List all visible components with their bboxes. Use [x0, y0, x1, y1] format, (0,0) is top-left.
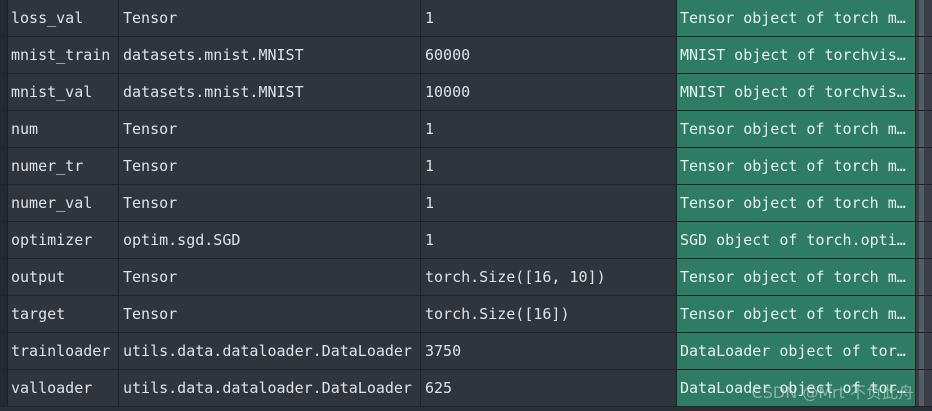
scrollbar-track[interactable] — [916, 111, 932, 148]
variable-type-cell[interactable]: datasets.mnist.MNIST — [119, 37, 421, 74]
variable-type-cell[interactable]: Tensor — [119, 0, 421, 37]
row-gutter — [0, 111, 8, 148]
row-gutter — [0, 0, 8, 37]
variable-size-cell[interactable]: 1 — [421, 185, 677, 222]
table-row[interactable]: output Tensor torch.Size([16, 10]) Tenso… — [0, 259, 932, 296]
table-row[interactable]: num Tensor 1 Tensor object of torch m… — [0, 111, 932, 148]
row-gutter — [0, 296, 8, 333]
scrollbar-track[interactable] — [916, 296, 932, 333]
variable-value-cell[interactable]: Tensor object of torch m… — [677, 296, 916, 333]
row-gutter — [0, 370, 8, 407]
variable-size-cell[interactable]: 1 — [421, 0, 677, 37]
table-row[interactable]: mnist_train datasets.mnist.MNIST 60000 M… — [0, 37, 932, 74]
variable-size-cell[interactable]: 1 — [421, 111, 677, 148]
row-gutter — [0, 259, 8, 296]
variable-size-cell[interactable]: 10000 — [421, 74, 677, 111]
variable-value-cell[interactable]: Tensor object of torch m… — [677, 111, 916, 148]
table-row[interactable]: numer_tr Tensor 1 Tensor object of torch… — [0, 148, 932, 185]
variable-value-cell[interactable]: SGD object of torch.opti… — [677, 222, 916, 259]
variable-size-cell[interactable]: 1 — [421, 148, 677, 185]
row-gutter — [0, 222, 8, 259]
variable-type-cell[interactable]: Tensor — [119, 148, 421, 185]
table-row[interactable]: optimizer optim.sgd.SGD 1 SGD object of … — [0, 222, 932, 259]
scrollbar-track[interactable] — [916, 333, 932, 370]
variable-value-cell[interactable]: DataLoader object of tor… — [677, 333, 916, 370]
variable-name-cell[interactable]: trainloader — [8, 333, 119, 370]
table-row[interactable]: target Tensor torch.Size([16]) Tensor ob… — [0, 296, 932, 333]
variable-type-cell[interactable]: datasets.mnist.MNIST — [119, 74, 421, 111]
variable-size-cell[interactable]: 625 — [421, 370, 677, 407]
variable-name-cell[interactable]: num — [8, 111, 119, 148]
scrollbar-track[interactable] — [916, 0, 932, 37]
variable-type-cell[interactable]: Tensor — [119, 111, 421, 148]
table-row[interactable]: numer_val Tensor 1 Tensor object of torc… — [0, 185, 932, 222]
table-row[interactable]: mnist_val datasets.mnist.MNIST 10000 MNI… — [0, 74, 932, 111]
variable-name-cell[interactable]: mnist_val — [8, 74, 119, 111]
variable-size-cell[interactable]: 1 — [421, 222, 677, 259]
variable-type-cell[interactable]: Tensor — [119, 296, 421, 333]
row-gutter — [0, 148, 8, 185]
scrollbar-track[interactable] — [916, 74, 932, 111]
variable-size-cell[interactable]: 3750 — [421, 333, 677, 370]
variable-type-cell[interactable]: optim.sgd.SGD — [119, 222, 421, 259]
variable-name-cell[interactable]: loss_val — [8, 0, 119, 37]
variable-type-cell[interactable]: Tensor — [119, 259, 421, 296]
scrollbar-track[interactable] — [916, 259, 932, 296]
variable-value-cell[interactable]: Tensor object of torch m… — [677, 185, 916, 222]
row-gutter — [0, 74, 8, 111]
table-row[interactable]: valloader utils.data.dataloader.DataLoad… — [0, 370, 932, 407]
variable-size-cell[interactable]: 60000 — [421, 37, 677, 74]
variable-name-cell[interactable]: output — [8, 259, 119, 296]
variable-name-cell[interactable]: numer_tr — [8, 148, 119, 185]
variable-name-cell[interactable]: mnist_train — [8, 37, 119, 74]
variable-value-cell[interactable]: Tensor object of torch m… — [677, 259, 916, 296]
watermark: CSDN @Mrt 不负此舟 — [751, 383, 914, 402]
table-row[interactable]: trainloader utils.data.dataloader.DataLo… — [0, 333, 932, 370]
variable-name-cell[interactable]: target — [8, 296, 119, 333]
table-row[interactable]: loss_val Tensor 1 Tensor object of torch… — [0, 0, 932, 37]
variable-value-cell[interactable]: DataLoader object of tor… — [677, 370, 916, 407]
scrollbar-track[interactable] — [916, 37, 932, 74]
row-gutter — [0, 37, 8, 74]
variable-type-cell[interactable]: utils.data.dataloader.DataLoader — [119, 370, 421, 407]
variable-size-cell[interactable]: torch.Size([16, 10]) — [421, 259, 677, 296]
variable-value-cell[interactable]: MNIST object of torchvis… — [677, 74, 916, 111]
variable-name-cell[interactable]: optimizer — [8, 222, 119, 259]
scrollbar-track[interactable] — [916, 148, 932, 185]
variable-value-cell[interactable]: Tensor object of torch m… — [677, 0, 916, 37]
variable-type-cell[interactable]: utils.data.dataloader.DataLoader — [119, 333, 421, 370]
variable-size-cell[interactable]: torch.Size([16]) — [421, 296, 677, 333]
scrollbar-track[interactable] — [916, 185, 932, 222]
variable-name-cell[interactable]: valloader — [8, 370, 119, 407]
row-gutter — [0, 333, 8, 370]
variable-name-cell[interactable]: numer_val — [8, 185, 119, 222]
scrollbar-track[interactable] — [916, 370, 932, 407]
scrollbar-track[interactable] — [916, 222, 932, 259]
row-gutter — [0, 185, 8, 222]
variable-type-cell[interactable]: Tensor — [119, 185, 421, 222]
variable-value-cell[interactable]: Tensor object of torch m… — [677, 148, 916, 185]
variable-value-cell[interactable]: MNIST object of torchvis… — [677, 37, 916, 74]
